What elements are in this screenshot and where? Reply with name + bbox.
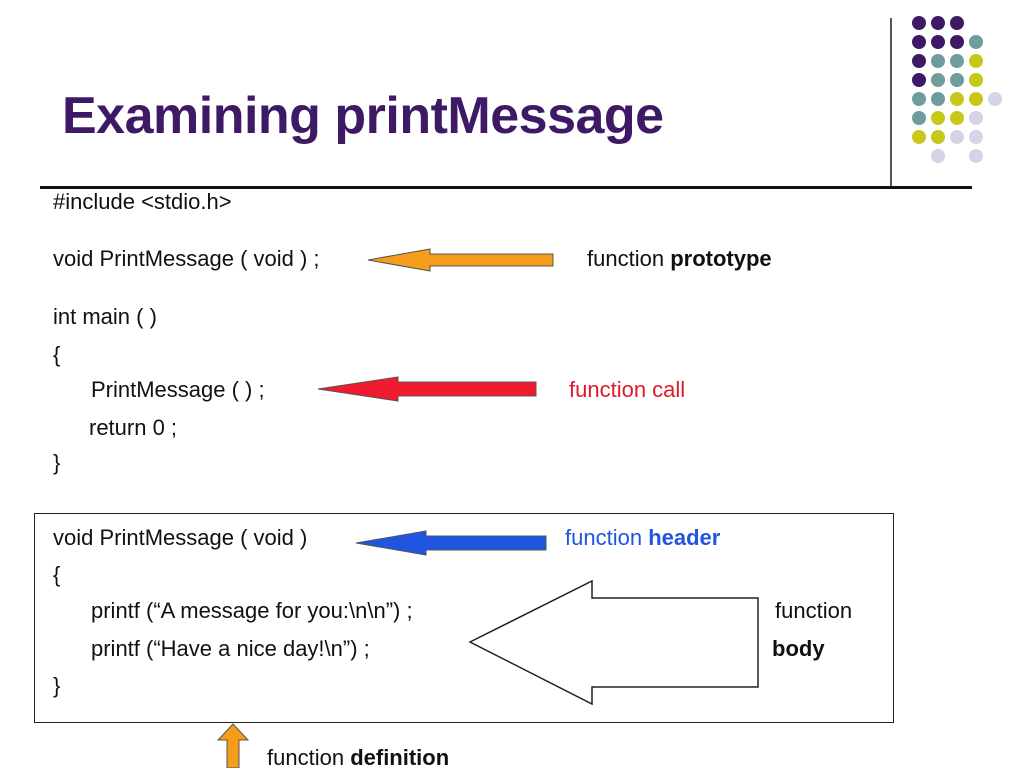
code-prototype: void PrintMessage ( void ) ; <box>53 246 320 271</box>
decorative-dot <box>931 73 945 87</box>
page-title: Examining printMessage <box>62 87 664 145</box>
decorative-dot <box>912 130 926 144</box>
prototype-arrow <box>367 248 554 272</box>
label-function-header: function header <box>565 527 720 549</box>
decorative-dot <box>969 73 983 87</box>
code-main-close-brace: } <box>53 450 61 475</box>
decorative-dot <box>950 92 964 106</box>
definition-arrow <box>216 723 250 768</box>
function-definition-box <box>34 513 894 723</box>
code-include: #include <stdio.h> <box>53 189 232 214</box>
decorative-dot <box>931 149 945 163</box>
decorative-dot <box>950 16 964 30</box>
code-return: return 0 ; <box>89 415 178 440</box>
label-definition-bold: definition <box>350 745 450 770</box>
code-call: PrintMessage ( ) ; <box>91 377 265 402</box>
decorative-dot <box>912 92 926 106</box>
decorative-dot <box>969 111 983 125</box>
decorative-dot <box>969 35 983 49</box>
decorative-dot <box>950 111 964 125</box>
label-function-prototype: function prototype <box>587 248 772 270</box>
label-body-bold: body <box>772 636 825 661</box>
code-main-open-brace: { <box>53 342 61 367</box>
decorative-dot <box>950 54 964 68</box>
code-def-header: void PrintMessage ( void ) <box>53 525 308 550</box>
decorative-dot <box>912 35 926 49</box>
decorative-dot <box>950 130 964 144</box>
header-arrow <box>355 530 547 556</box>
label-function-definition: function definition <box>267 747 449 769</box>
decorative-dot <box>931 35 945 49</box>
code-printf-1: printf (“A message for you:\n\n”) ; <box>91 598 413 623</box>
label-header-word: function <box>565 525 643 550</box>
decorative-dot <box>912 73 926 87</box>
decorative-dot <box>950 35 964 49</box>
decorative-dot <box>969 149 983 163</box>
label-function-call: function call <box>569 377 686 402</box>
decorative-dot <box>950 73 964 87</box>
call-arrow <box>317 376 537 402</box>
decorative-dot <box>912 16 926 30</box>
decorative-dot <box>931 54 945 68</box>
label-definition-word: function <box>267 745 345 770</box>
vertical-divider <box>890 18 892 188</box>
label-prototype-word: function <box>587 246 665 271</box>
decorative-dot <box>931 111 945 125</box>
dot-grid-decoration <box>0 0 1024 200</box>
decorative-dot <box>931 92 945 106</box>
code-def-close-brace: } <box>53 673 61 698</box>
label-header-bold: header <box>648 525 721 550</box>
title-divider <box>40 186 972 189</box>
label-body-word: function <box>775 598 853 623</box>
label-prototype-bold: prototype <box>670 246 772 271</box>
decorative-dot <box>931 130 945 144</box>
decorative-dot <box>912 111 926 125</box>
decorative-dot <box>969 92 983 106</box>
code-def-open-brace: { <box>53 562 61 587</box>
decorative-dot <box>931 16 945 30</box>
decorative-dot <box>969 130 983 144</box>
decorative-dot <box>988 92 1002 106</box>
decorative-dot <box>912 54 926 68</box>
code-printf-2: printf (“Have a nice day!\n”) ; <box>91 636 370 661</box>
body-arrow <box>468 579 759 706</box>
code-main-signature: int main ( ) <box>53 304 157 329</box>
decorative-dot <box>969 54 983 68</box>
